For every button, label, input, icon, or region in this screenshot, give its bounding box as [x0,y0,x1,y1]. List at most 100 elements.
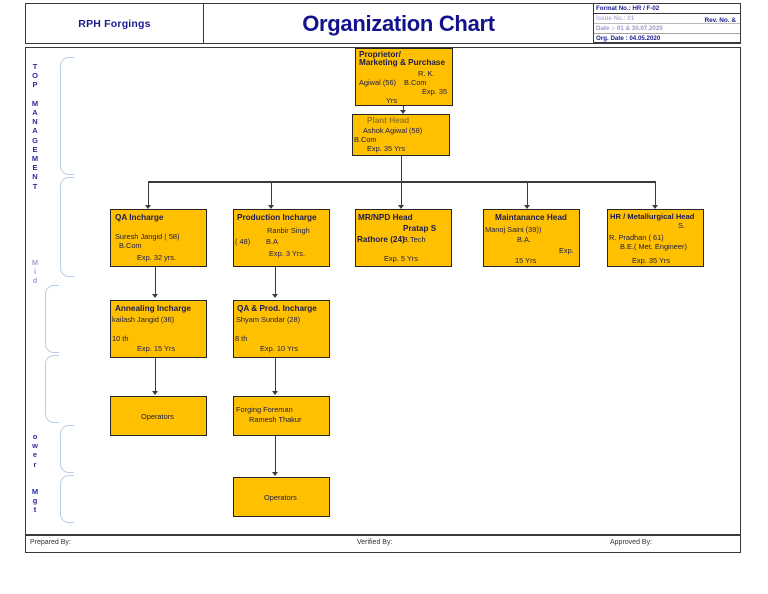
mr-npd-line1: MR/NPD Head [358,213,413,222]
company-name: RPH Forgings [26,4,204,43]
qa-incharge-line3: B.Com [119,241,142,250]
header-meta-block: Format No.: HR / F-02 Issue No.: 01 Date… [594,4,740,43]
annealing-line1: Annealing Incharge [115,304,191,313]
proprietor-line1: Proprietor/ [359,50,401,59]
mr-npd-line4: B.Tech [403,235,426,244]
operators-bottom-line1: Operators [264,493,297,502]
prepared-by-label: Prepared By: [30,539,71,546]
hr-line5: Exp. 35 Yrs [632,256,671,265]
box-qa-incharge: QA Incharge Suresh Jangid ( 58) B.Com Ex… [110,209,207,267]
proprietor-line7: Yrs [386,96,398,105]
arrow-plant-head [400,110,406,114]
foreman-line2: Ramesh Thakur [249,415,302,424]
mr-npd-line5: Exp. 5 Yrs [384,254,418,263]
approved-by-label: Approved By: [610,539,653,546]
connector-qa-annealing [155,267,156,295]
hr-line2: S. [678,221,685,230]
connector-plant-bus [401,156,402,182]
box-operators-left: Operators [110,396,207,436]
proprietor-line3: R. K. [418,69,435,78]
hr-line3: R. Pradhan ( 61) [609,233,664,242]
arrow-qa-prod-incharge [272,294,278,298]
drop-maintenance [527,182,528,208]
brace-top-management [60,57,74,175]
proprietor-line6: Exp. 35 [422,87,448,96]
annealing-line3: 10 th [112,334,129,343]
connector-foreman-operators [275,436,276,475]
issue-no: Issue No.: 01 [594,14,740,25]
proprietor-line5: B.Com [404,78,427,87]
arrow-forging-foreman [272,391,278,395]
arrow-qa-incharge [145,205,151,209]
box-plant-head: Plant Head Ashok Agiwal (58) B.Com Exp. … [352,114,450,156]
box-qa-prod-incharge: QA & Prod. Incharge Shyam Sundar (28) 8 … [233,300,330,358]
connector-prod-qaprod [275,267,276,295]
plant-head-line1: Plant Head [367,116,410,125]
proprietor-line2: Marketing & Purchase [359,58,445,67]
drop-qa [148,182,149,208]
mr-npd-line3: Rathore (24) [357,235,405,244]
hr-line1: HR / Metallurgical Head [610,212,695,221]
footer-bar: Prepared By: Verified By: Approved By: [25,535,741,553]
qa-incharge-line1: QA Incharge [115,213,164,222]
production-incharge-line2: Ranbir Singh [267,226,310,235]
brace-lower-2 [60,475,74,523]
plant-head-line2: Ashok Agiwal (58) [363,126,423,135]
header-table: RPH Forgings Organization Chart Format N… [25,3,741,44]
box-annealing-incharge: Annealing Incharge kailash Jangid (36) 1… [110,300,207,358]
brace-lower-1 [60,425,74,473]
qaprod-line2: Shyam Sundar (28) [236,315,301,324]
annealing-line2: kailash Jangid (36) [112,315,175,324]
maintenance-line2: Manoj Saini (39)) [485,225,542,234]
connector-qaprod-foreman [275,358,276,393]
bus-horizontal [148,181,656,183]
plant-head-line4: Exp. 35 Yrs [367,144,406,153]
qaprod-line1: QA & Prod. Incharge [237,304,317,313]
operators-left-line1: Operators [141,412,174,421]
connector-proprietor-plant [403,106,404,113]
box-hr-metallurgical-head: HR / Metallurgical Head S. R. Pradhan ( … [607,209,704,267]
drop-production [271,182,272,208]
drop-mr-npd [401,182,402,208]
production-incharge-line4: B.A [266,237,278,246]
box-mr-npd-head: MR/NPD Head Pratap S Rathore (24) B.Tech… [355,209,452,267]
arrow-annealing-incharge [152,294,158,298]
qaprod-line3: 8 th [235,334,248,343]
box-forging-foreman: Forging Foreman Ramesh Thakur [233,396,330,436]
maintenance-line3: B.A. [517,235,531,244]
qaprod-line4: Exp. 10 Yrs [260,344,299,353]
hr-line4: B.E.( Met. Engineer) [620,242,687,251]
maintenance-line1: Maintanance Head [495,213,567,222]
plant-head-line3: B.Com [354,135,377,144]
brace-top-management-2 [60,177,74,277]
arrow-mr-npd-head [398,205,404,209]
annealing-line4: Exp. 15 Yrs [137,344,176,353]
production-incharge-line5: Exp. 3 Yrs. [269,249,306,258]
arrow-operators-left [152,391,158,395]
maintenance-line5: 15 Yrs [515,256,537,265]
page-title-text: Organization Chart [302,10,495,36]
connector-annealing-operators [155,358,156,393]
arrow-maintenance-head [524,205,530,209]
date-line: Date :- 01 & 30.07.2020 [594,24,740,35]
box-proprietor: Proprietor/ Marketing & Purchase R. K. A… [355,48,453,106]
production-incharge-line1: Production Incharge [237,213,317,222]
arrow-operators-bottom [272,472,278,476]
qa-incharge-line2: Suresh Jangid ( 58) [115,232,180,241]
production-incharge-line3: ( 48) [235,237,251,246]
page-title: Organization Chart [204,4,594,43]
arrow-hr-head [652,205,658,209]
box-production-incharge: Production Incharge Ranbir Singh ( 48) B… [233,209,330,267]
format-no: Format No.: HR / F-02 [594,4,740,14]
org-date: Org. Date : 04.05.2020 [594,34,740,43]
qa-incharge-line4: Exp. 32 yrs. [137,253,177,262]
foreman-line1: Forging Foreman [236,405,293,414]
drop-hr [655,182,656,208]
maintenance-line4: Exp. [559,246,574,255]
box-maintenance-head: Maintanance Head Manoj Saini (39)) B.A. … [483,209,580,267]
